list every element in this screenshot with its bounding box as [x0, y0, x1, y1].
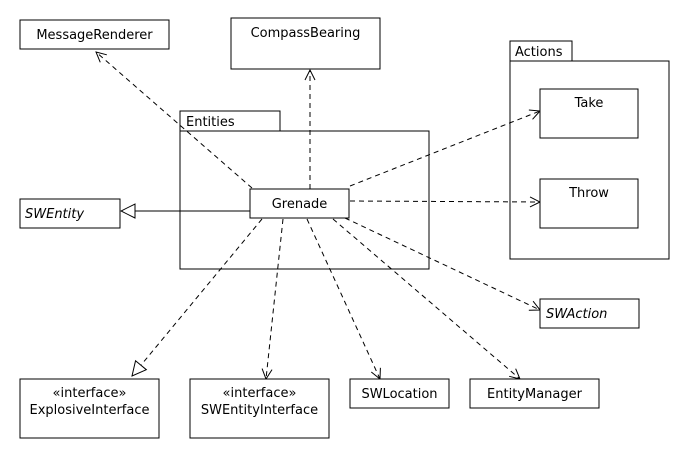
class-sw-action-name: SWAction [546, 307, 607, 322]
dep-message-renderer [96, 52, 253, 189]
class-take: Take [539, 88, 639, 139]
class-sw-entity-name: SWEntity [25, 207, 84, 222]
class-sw-entity-interface-stereotype: «interface» [223, 386, 297, 401]
class-sw-entity-interface: «interface» SWEntityInterface [189, 378, 330, 439]
class-take-name: Take [574, 96, 604, 111]
dep-sw-location [306, 218, 380, 379]
class-grenade: Grenade [249, 188, 350, 219]
class-explosive-interface-name: ExplosiveInterface [29, 403, 149, 418]
package-actions-label: Actions [515, 45, 563, 60]
class-explosive-interface-stereotype: «interface» [53, 386, 127, 401]
class-sw-location: SWLocation [349, 378, 450, 409]
realization-explosive-interface [132, 218, 263, 376]
class-grenade-name: Grenade [272, 197, 328, 212]
class-message-renderer-name: MessageRenderer [36, 28, 153, 43]
dependency-arrows [96, 52, 540, 379]
class-message-renderer: MessageRenderer [19, 19, 170, 50]
dep-take [349, 111, 540, 187]
class-throw-name: Throw [568, 186, 609, 201]
class-sw-entity: SWEntity [19, 198, 121, 229]
class-sw-location-name: SWLocation [361, 387, 437, 402]
class-entity-manager: EntityManager [469, 378, 600, 409]
class-explosive-interface: «interface» ExplosiveInterface [19, 378, 160, 439]
class-throw: Throw [539, 178, 639, 229]
class-compass-bearing-name: CompassBearing [251, 26, 361, 41]
class-sw-entity-interface-name: SWEntityInterface [201, 403, 318, 418]
class-sw-action: SWAction [539, 298, 640, 329]
class-compass-bearing: CompassBearing [230, 17, 381, 70]
class-entity-manager-name: EntityManager [487, 387, 583, 402]
package-entities-label: Entities [186, 115, 235, 130]
dep-throw [349, 201, 540, 202]
